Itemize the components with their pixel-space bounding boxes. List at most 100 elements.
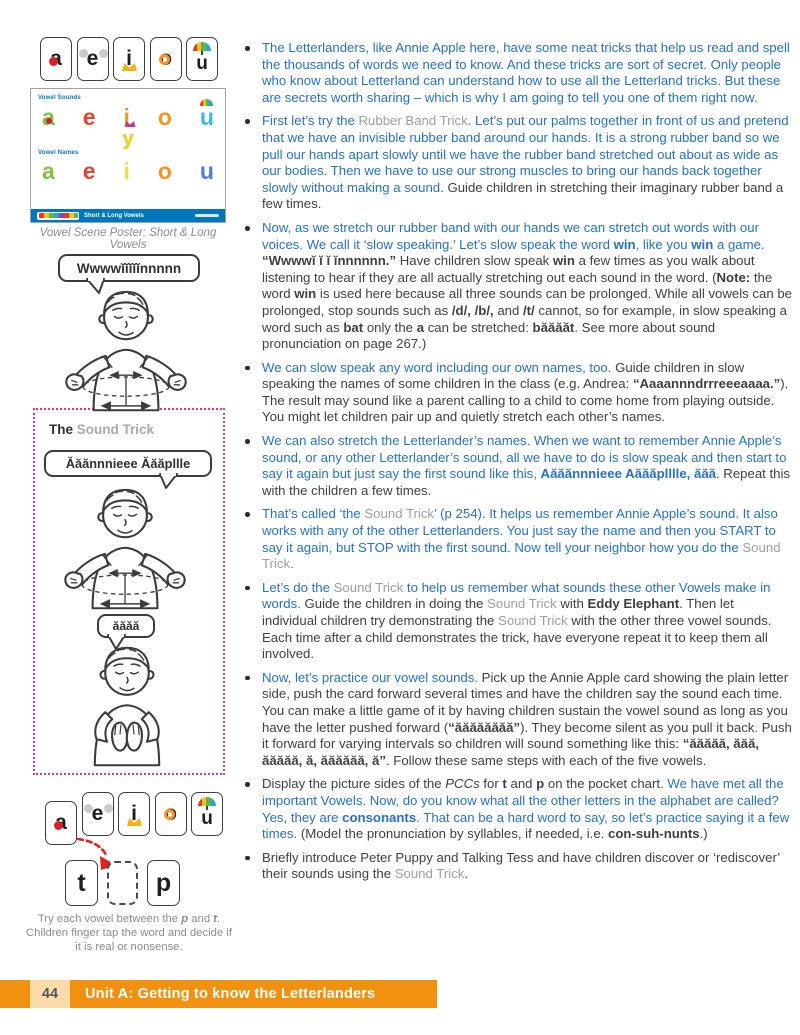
instruction-bullet: First let’s try the Rubber Band Trick. L… — [240, 113, 792, 213]
letter-card-e: e — [81, 792, 114, 836]
text-segment: Rubber Band Trick — [358, 113, 468, 129]
text-segment: . Repeat this with the children a few ti… — [262, 466, 791, 498]
umbrella-icon — [193, 42, 211, 55]
text-segment: Let’s do the — [262, 579, 334, 595]
poster-letter-i: i — [123, 104, 130, 130]
poster-letter-i: i — [123, 158, 130, 184]
speech-bubble-annie-apple: Ăăănnnieee Ăăăpllle — [44, 450, 212, 489]
poster-bar-title: Short & Long Vowels — [84, 212, 144, 219]
text-segment: Sound Trick — [333, 579, 404, 595]
text-segment: for — [479, 776, 503, 792]
letter-card-a: a — [40, 37, 72, 81]
text-segment: Sound Trick — [262, 539, 781, 572]
speech-bubble-win-stretch: Wwwwĭĭĭĭĭnnnnn — [58, 254, 200, 294]
text-segment: Sound Trick — [487, 596, 557, 612]
text-segment: t — [213, 913, 218, 925]
instruction-bullet: We can also stretch the Letterlander’s n… — [240, 433, 792, 499]
text-segment: win — [294, 286, 317, 302]
child-illustration-stretch-sound — [49, 482, 201, 610]
text-segment: , like you — [635, 236, 692, 252]
text-segment: Display the picture sides of the — [262, 776, 446, 792]
text-segment: We can slow speak any word including our… — [262, 359, 612, 375]
card-letter: e — [91, 802, 104, 825]
text-segment: Guide the children in doing the — [304, 596, 488, 612]
text-segment: Have children slow speak — [396, 253, 553, 269]
instruction-bullet: The Letterlanders, like Annie Apple here… — [240, 40, 792, 106]
text-segment: t — [502, 776, 507, 792]
text-segment: with the other three vowel sounds. Each … — [262, 613, 772, 662]
instruction-bullet: We can slow speak any word including our… — [240, 360, 792, 426]
text-segment: Now, as we stretch our rubber band with … — [262, 219, 759, 252]
main-content: The Letterlanders, like Annie Apple here… — [240, 40, 792, 890]
instruction-bullet: Let’s do the Sound Trick to help us reme… — [240, 580, 792, 663]
speech-bubble-text: Ăăănnnieee Ăăăpllle — [65, 456, 191, 471]
text-segment: Sound Trick — [498, 613, 568, 628]
sound-trick-box: The Sound Trick Ăăănnnieee Ăăăpllle ăăăă — [33, 408, 225, 775]
text-segment: Eddy Elephant — [587, 596, 680, 612]
text-segment: . — [290, 556, 294, 572]
text-segment: Sound Trick — [394, 866, 465, 882]
card-letter: u — [201, 807, 213, 829]
text-segment: Try each vowel between the — [37, 913, 182, 925]
text-segment: consonants — [342, 809, 417, 825]
title-the: The — [49, 422, 77, 437]
card-letter: u — [196, 52, 208, 74]
text-segment: .) — [699, 826, 708, 842]
letter-card-o: o — [149, 37, 182, 81]
poster-letter-o: o — [157, 104, 172, 130]
instruction-bullet: Now, let’s practice our vowel sounds. Pi… — [240, 670, 792, 770]
text-segment: We can also stretch the Letterlander’s n… — [262, 433, 787, 482]
text-segment: a — [416, 319, 425, 335]
poster-letter-y: y — [122, 128, 134, 150]
instruction-bullet: That’s called ‘the Sound Trick’ (p 254).… — [240, 506, 792, 572]
text-segment: Now, let’s practice our vowel sounds. — [262, 669, 482, 685]
text-segment: Briefly introduce Peter Puppy and Talkin… — [262, 849, 780, 882]
text-segment: /t/ — [523, 302, 535, 318]
text-segment: bat — [343, 319, 364, 335]
card-letter: t — [77, 868, 86, 897]
speech-bubble-a-sound: ăăăă — [97, 614, 155, 650]
letter-card-i: i — [118, 792, 150, 836]
letter-card-u: u — [191, 792, 223, 836]
instruction-list: The Letterlanders, like Annie Apple here… — [240, 40, 792, 883]
letter-card-o: o — [154, 792, 187, 836]
text-segment: Guide children in slow speaking the name… — [262, 359, 745, 392]
letter-card-p: p — [147, 860, 180, 906]
word-building-caption: Try each vowel between the p and t. Chil… — [24, 913, 234, 954]
text-segment: “Wwwwĭ ĭ ĭ ĭnnnnnn.” — [262, 253, 397, 269]
letter-card-e: e — [76, 37, 109, 81]
text-segment: p — [181, 913, 189, 925]
text-segment: and — [188, 913, 214, 925]
text-segment: We have met all the important Vowels. No… — [262, 776, 784, 825]
poster-label-vowel-sounds: Vowel Sounds — [38, 95, 81, 101]
text-segment: to help us remember what sounds these ot… — [262, 579, 771, 612]
text-segment: Note: — [716, 269, 751, 285]
child-illustration-rubber-band — [50, 284, 202, 412]
title-sound-trick: Sound Trick — [76, 422, 155, 437]
text-segment: and — [506, 776, 537, 792]
poster-letter-u: u — [199, 158, 214, 184]
text-segment: . See more about sound pronunciation on … — [262, 319, 716, 352]
card-letter: e — [86, 47, 99, 70]
text-segment: . Children finger tap the word and decid… — [26, 913, 232, 953]
text-segment: the word — [262, 269, 773, 302]
letter-card-u: u — [186, 37, 218, 81]
text-segment: /d/, /b/, — [451, 302, 494, 318]
text-segment: cannot, so for example, in slow speaking… — [262, 302, 787, 335]
text-segment: win — [691, 236, 714, 252]
text-segment: ’ (p 254). It helps us remember Annie Ap… — [262, 506, 778, 555]
speech-bubble-text: ăăăă — [112, 619, 140, 633]
empty-card-slot — [107, 861, 138, 905]
card-letter: i — [126, 47, 132, 70]
speech-bubble-tail — [159, 472, 178, 489]
text-segment: p — [536, 776, 545, 792]
umbrella-icon — [198, 797, 216, 810]
poster-label-vowel-names: Vowel Names — [38, 150, 79, 156]
text-segment: That’s called ‘the — [262, 506, 365, 522]
letterland-logo-icon — [37, 211, 79, 220]
poster-letter-a: a — [42, 104, 55, 130]
